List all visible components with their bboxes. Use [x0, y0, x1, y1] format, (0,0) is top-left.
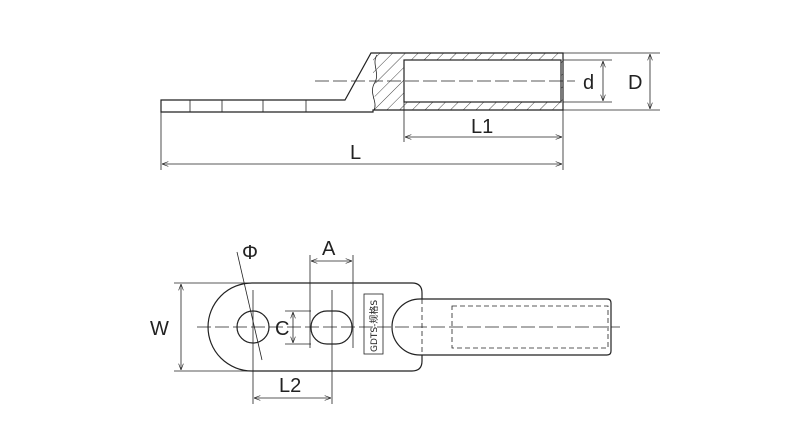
barrel-outline	[391, 298, 612, 356]
label-d: d	[583, 72, 594, 94]
dimension-lines	[174, 251, 354, 404]
label-L1: L1	[471, 116, 493, 138]
label-C: C	[275, 318, 289, 340]
side-view	[160, 52, 660, 170]
label-D: D	[628, 72, 642, 94]
palm-outline	[207, 282, 423, 372]
break-line	[372, 54, 378, 111]
label-A: A	[322, 238, 336, 260]
barrel-bore-hidden	[451, 305, 609, 349]
label-phi: Φ	[242, 242, 258, 264]
dimension-lines	[160, 52, 660, 170]
palm-divisions	[189, 100, 307, 112]
stamp-box	[363, 293, 384, 355]
stamp-text: GDTS-规格S	[368, 300, 380, 352]
top-view	[174, 251, 620, 404]
slot-hole	[310, 310, 353, 345]
label-L2: L2	[279, 375, 301, 397]
label-L: L	[350, 142, 361, 164]
label-W: W	[150, 318, 169, 340]
